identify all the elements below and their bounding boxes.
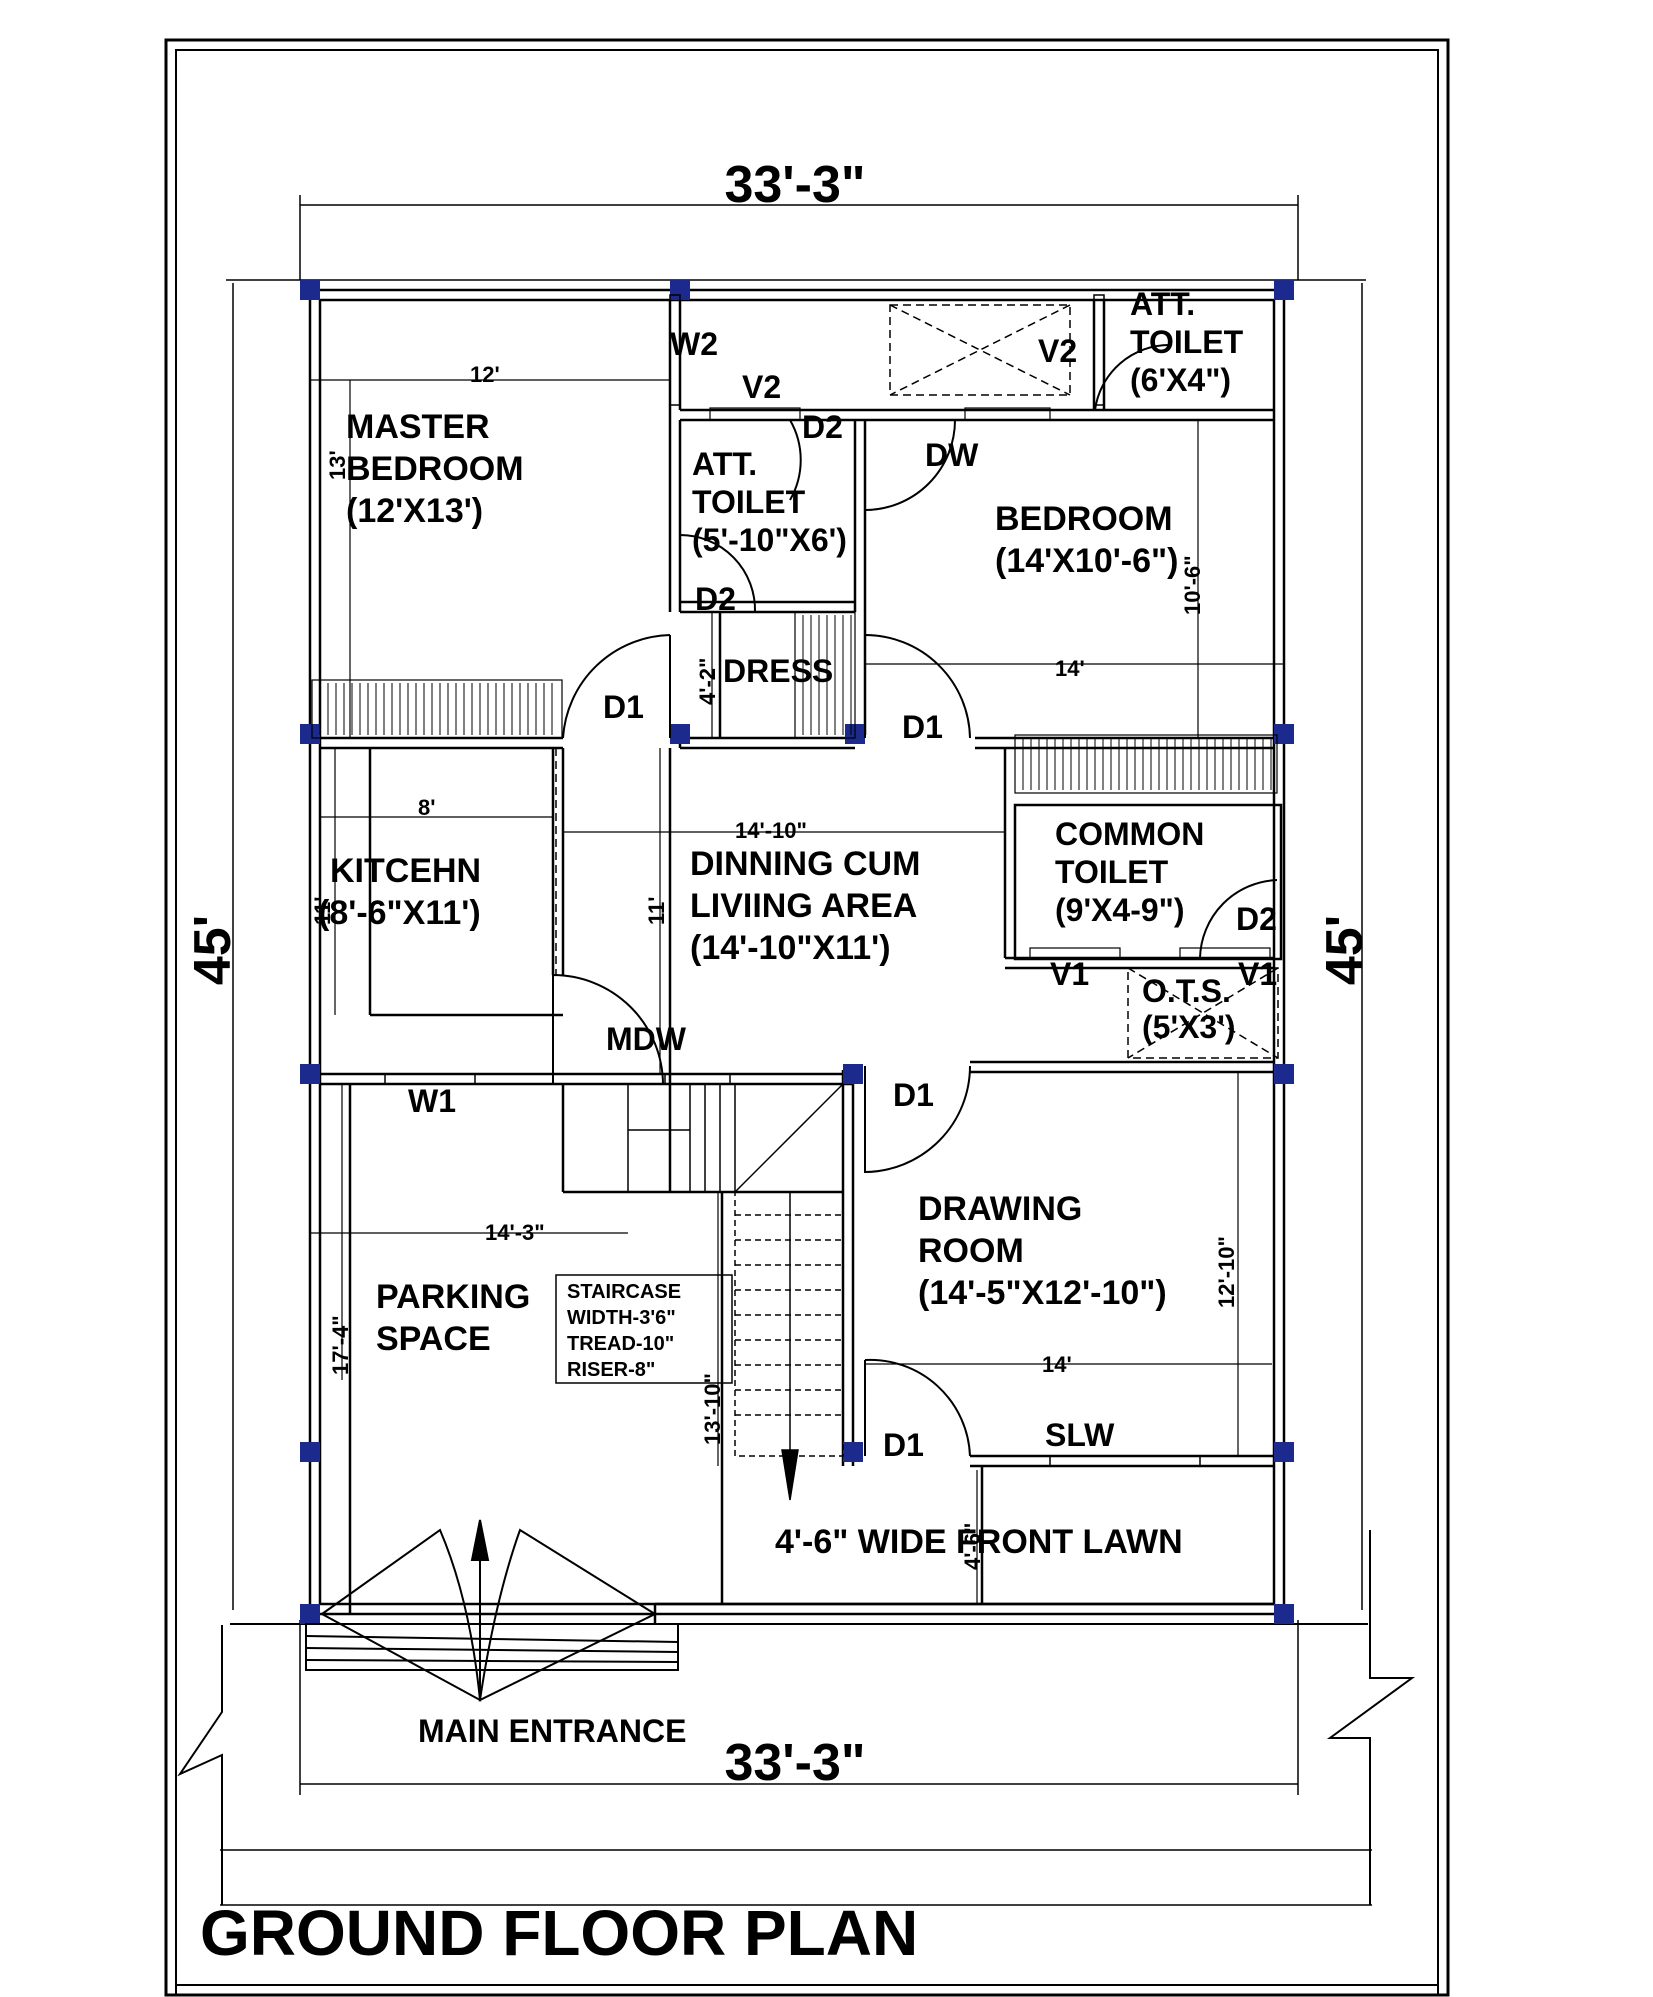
front-lawn-label: 4'-6" WIDE FRONT LAWN	[775, 1523, 1183, 1561]
d2-tag-mid: D2	[695, 581, 736, 617]
sheet-border	[164, 38, 1450, 1997]
dim-kitchen-width: 8'	[418, 795, 435, 820]
v2-tag-right: V2	[1038, 333, 1077, 369]
left-depth-dimension: 45'	[184, 915, 242, 985]
main-entrance-gate	[305, 1519, 679, 1702]
shelf-hatching	[319, 615, 1272, 790]
dim-master-width: 12'	[470, 362, 500, 387]
dim-drawing-depth: 12'-10"	[1214, 1236, 1239, 1308]
dim-dress-depth: 4'-2"	[695, 658, 720, 705]
bottom-width-dimension: 33'-3"	[724, 1734, 865, 1792]
top-width-dimension: 33'-3"	[724, 156, 865, 214]
d2-tag-common: D2	[1236, 901, 1277, 937]
d1-tag-dining-left: D1	[603, 689, 644, 725]
d2-tag-top: D2	[802, 409, 843, 445]
w1-tag: W1	[408, 1083, 456, 1119]
d1-tag-dining-right: D1	[902, 709, 943, 745]
building-walls	[308, 288, 1286, 1624]
dim-parking-depth: 17'-4"	[328, 1315, 353, 1375]
kitchen-label: KITCEHN (8'-6"X11')	[318, 852, 491, 932]
right-depth-dimension: 45'	[1316, 915, 1374, 985]
dim-drawing-width: 14'	[1042, 1352, 1072, 1377]
parking-label: PARKING SPACE	[376, 1278, 540, 1358]
dim-stair-depth: 13'-10"	[700, 1373, 725, 1445]
interior-dimension-lines	[310, 379, 1284, 1604]
v1-tag-right: V1	[1238, 956, 1277, 992]
dim-kitchen-depth: 11'	[310, 897, 335, 926]
dim-dining-width: 14'-10"	[735, 818, 807, 843]
dress-label: DRESS	[723, 653, 833, 689]
mdw-tag: MDW	[606, 1021, 687, 1057]
ots-label: O.T.S. (5'X3')	[1142, 973, 1240, 1045]
dining-living-label: DINNING CUM LIVIING AREA (14'-10"X11')	[690, 845, 930, 967]
common-toilet-label: COMMON TOILET (9'X4-9")	[1055, 816, 1213, 928]
dim-bedroom-depth: 10'-6"	[1180, 555, 1205, 615]
overall-dimension-lines	[220, 195, 1372, 1906]
shower-area	[555, 304, 1279, 1059]
drawing-room-label: DRAWING ROOM (14'-5"X12'-10")	[918, 1190, 1167, 1312]
dim-dining-depth: 11'	[644, 897, 669, 926]
w2-tag: W2	[670, 326, 718, 362]
d1-tag-drawing-bottom: D1	[883, 1427, 924, 1463]
structural-columns	[300, 280, 1294, 1624]
staircase-note: STAIRCASE WIDTH-3'6" TREAD-10" RISER-8"	[567, 1281, 687, 1381]
dw-tag: DW	[925, 437, 979, 473]
att-toilet-top-label: ATT. TOILET (6'X4")	[1130, 286, 1252, 398]
att-toilet-mid-label: ATT. TOILET (5'-10"X6')	[692, 446, 847, 558]
wardrobe-shelves	[311, 407, 1278, 959]
boundary-break-lines	[177, 1530, 1416, 1905]
plan-title: GROUND FLOOR PLAN	[200, 1897, 918, 1969]
dim-parking-width: 14'-3"	[485, 1220, 545, 1245]
door-swings	[552, 343, 1278, 1457]
main-entrance-label: MAIN ENTRANCE	[418, 1713, 686, 1749]
staircase	[555, 1083, 844, 1501]
dim-bedroom-width: 14'	[1055, 656, 1085, 681]
v1-tag-left: V1	[1050, 956, 1089, 992]
bedroom-label: BEDROOM (14'X10'-6")	[995, 500, 1182, 580]
v2-tag-left: V2	[742, 369, 781, 405]
master-bedroom-label: MASTER BEDROOM (12'X13')	[346, 408, 533, 530]
slw-tag: SLW	[1045, 1417, 1115, 1453]
dim-master-depth: 13'	[325, 450, 350, 480]
d1-tag-drawing-top: D1	[893, 1077, 934, 1113]
dim-lawn-depth: 4'-6"	[960, 1523, 985, 1570]
